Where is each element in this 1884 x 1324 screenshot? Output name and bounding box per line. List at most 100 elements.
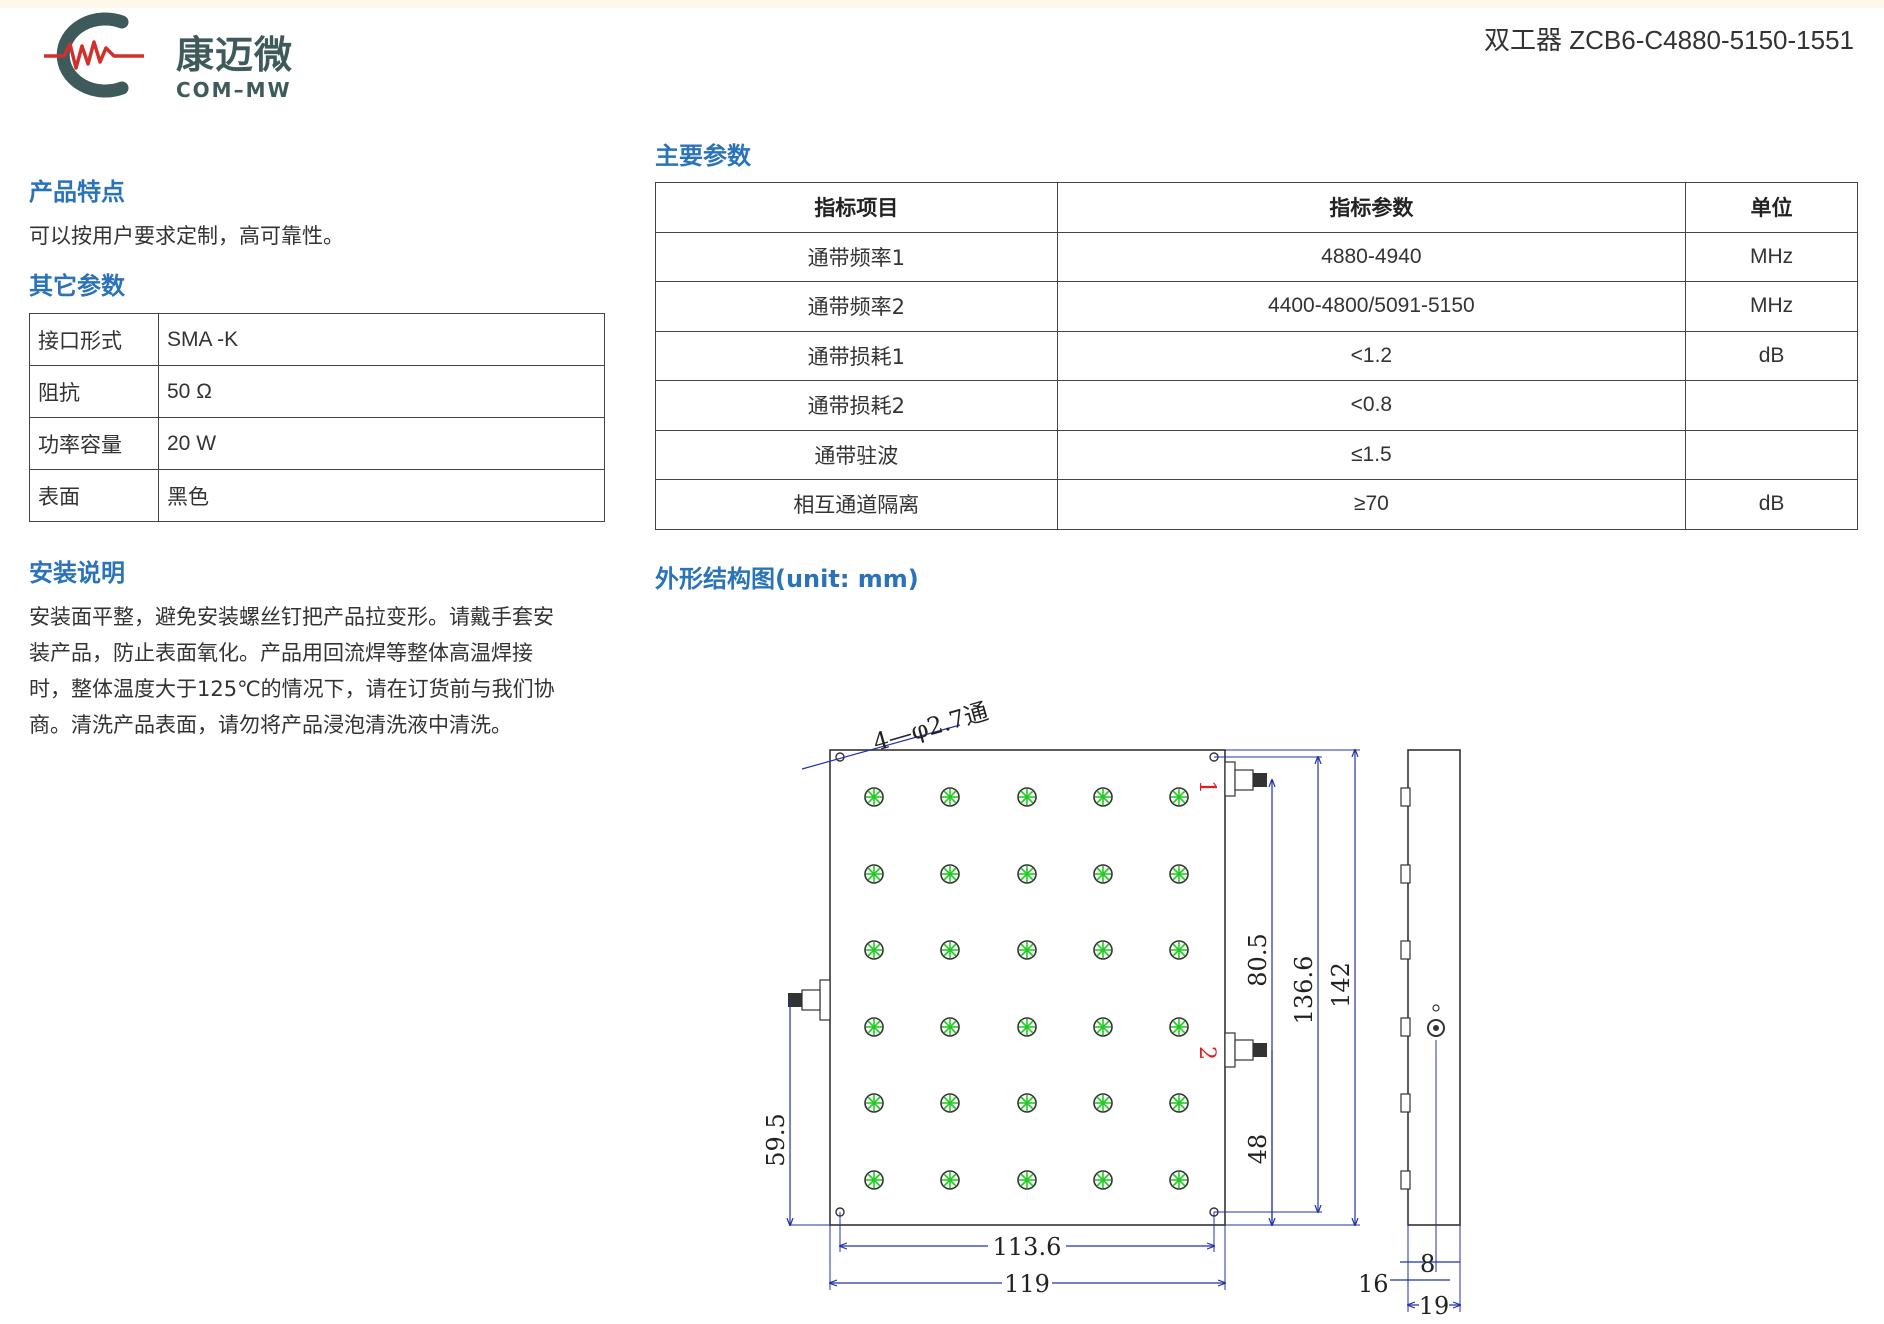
tuning-screw-icon bbox=[1017, 1017, 1037, 1037]
side-screw-head bbox=[1400, 1170, 1411, 1190]
connector-port-common bbox=[788, 979, 831, 1021]
other-params-heading: 其它参数 bbox=[29, 272, 125, 300]
features-text: 可以按用户要求定制，高可靠性。 bbox=[29, 224, 344, 248]
spec-item: 通带频率2 bbox=[655, 281, 1058, 332]
side-view-screws bbox=[1400, 787, 1411, 1190]
main-params-table: 指标项目 指标参数 单位 通带频率1 4880-4940 MHz 通带频率2 4… bbox=[655, 182, 1858, 530]
spec-unit: MHz bbox=[1685, 231, 1858, 282]
document-title: 双工器 ZCB6-C4880-5150-1551 bbox=[1484, 25, 1854, 55]
dim-80-5: 80.5 bbox=[1244, 933, 1272, 986]
tuning-screw-icon bbox=[1169, 864, 1189, 884]
spec-item: 相互通道隔离 bbox=[655, 479, 1058, 530]
dim-142: 142 bbox=[1327, 962, 1355, 1008]
tuning-screw-icon bbox=[1093, 1170, 1113, 1190]
column-header: 指标参数 bbox=[1056, 182, 1687, 233]
tuning-screw-icon bbox=[1169, 1093, 1189, 1113]
install-heading: 安装说明 bbox=[29, 559, 125, 587]
connector-port-2 bbox=[1224, 1032, 1267, 1068]
logo-english-name: COM–MW bbox=[176, 78, 292, 102]
dim-136-6: 136.6 bbox=[1290, 956, 1318, 1025]
other-params-table: 接口形式 SMA -K 阻抗 50 Ω 功率容量 20 W 表面 黑色 bbox=[29, 313, 605, 522]
table-row: 通带驻波 ≤1.5 bbox=[655, 429, 1858, 480]
dim-8: 8 bbox=[1420, 1250, 1435, 1278]
tuning-screw-icon bbox=[864, 787, 884, 807]
dim-59-5: 59.5 bbox=[762, 1113, 790, 1166]
table-row: 表面 黑色 bbox=[29, 469, 605, 522]
param-key: 接口形式 bbox=[29, 313, 159, 366]
port-1-label: 1 bbox=[1194, 780, 1219, 794]
tuning-screw-icon bbox=[1093, 940, 1113, 960]
features-heading: 产品特点 bbox=[29, 178, 125, 206]
tuning-screw-icon bbox=[1017, 1170, 1037, 1190]
spec-value: <0.8 bbox=[1056, 380, 1687, 431]
tuning-screw-icon bbox=[1169, 940, 1189, 960]
tuning-screw-icon bbox=[940, 1170, 960, 1190]
spec-value: ≥70 bbox=[1056, 479, 1687, 530]
side-screw-head bbox=[1400, 1093, 1411, 1113]
spec-value: <1.2 bbox=[1056, 330, 1687, 381]
tuning-screw-icon bbox=[1093, 864, 1113, 884]
table-row: 接口形式 SMA -K bbox=[29, 313, 605, 366]
table-row: 通带损耗2 <0.8 bbox=[655, 380, 1858, 431]
connector-port-1 bbox=[1224, 761, 1267, 797]
outline-drawing: 4—φ2.7通 1 2 80.5 48 136.6 142 59.5 113.6 bbox=[762, 697, 1480, 1320]
side-screw-head bbox=[1400, 787, 1411, 807]
spec-unit: dB bbox=[1685, 330, 1858, 381]
tuning-screw-icon bbox=[1017, 787, 1037, 807]
main-params-heading: 主要参数 bbox=[655, 142, 751, 170]
dim-16: 16 bbox=[1358, 1270, 1389, 1298]
tuning-screw-icon bbox=[1093, 1093, 1113, 1113]
param-key: 表面 bbox=[29, 469, 159, 522]
dim-48: 48 bbox=[1244, 1134, 1272, 1165]
tuning-screw-grid bbox=[864, 787, 1189, 1190]
spec-unit bbox=[1685, 429, 1858, 480]
company-logo: MW 康迈微 COM–MW bbox=[26, 12, 316, 102]
install-line: 商。清洗产品表面，请勿将产品浸泡清洗液中清洗。 bbox=[29, 713, 512, 737]
spec-unit bbox=[1685, 380, 1858, 431]
tuning-screw-icon bbox=[864, 864, 884, 884]
spec-value: 4400-4800/5091-5150 bbox=[1056, 281, 1687, 332]
table-row: 通带频率2 4400-4800/5091-5150 MHz bbox=[655, 281, 1858, 332]
column-header: 单位 bbox=[1685, 182, 1858, 233]
housing-outline bbox=[829, 749, 1226, 1226]
tuning-screw-icon bbox=[940, 940, 960, 960]
tuning-screw-icon bbox=[1169, 787, 1189, 807]
tuning-screw-icon bbox=[1169, 1017, 1189, 1037]
tuning-screw-icon bbox=[1093, 787, 1113, 807]
dim-19: 19 bbox=[1419, 1292, 1450, 1320]
side-screw-head bbox=[1400, 1017, 1411, 1037]
param-value: 黑色 bbox=[158, 469, 605, 522]
column-header: 指标项目 bbox=[655, 182, 1058, 233]
side-connector-icon bbox=[1427, 1019, 1445, 1037]
side-view-outline bbox=[1407, 749, 1461, 1226]
dim-113-6: 113.6 bbox=[993, 1233, 1062, 1261]
table-row: 通带损耗1 <1.2 dB bbox=[655, 330, 1858, 381]
table-row: 相互通道隔离 ≥70 dB bbox=[655, 479, 1858, 530]
tuning-screw-icon bbox=[864, 940, 884, 960]
top-strip bbox=[0, 0, 1884, 8]
spec-value: 4880-4940 bbox=[1056, 231, 1687, 282]
table-row: 功率容量 20 W bbox=[29, 417, 605, 470]
logo-chinese-name: 康迈微 bbox=[176, 33, 294, 77]
hole-note: 4—φ2.7通 bbox=[870, 697, 991, 757]
spec-item: 通带损耗2 bbox=[655, 380, 1058, 431]
table-header-row: 指标项目 指标参数 单位 bbox=[655, 182, 1858, 233]
tuning-screw-icon bbox=[864, 1170, 884, 1190]
tuning-screw-icon bbox=[864, 1093, 884, 1113]
tuning-screw-icon bbox=[1017, 864, 1037, 884]
spec-item: 通带驻波 bbox=[655, 429, 1058, 480]
side-screw-head bbox=[1400, 864, 1411, 884]
tuning-screw-icon bbox=[940, 1017, 960, 1037]
tuning-screw-icon bbox=[1017, 1093, 1037, 1113]
hole-leader-line bbox=[801, 724, 961, 770]
tuning-screw-icon bbox=[940, 1093, 960, 1113]
param-key: 功率容量 bbox=[29, 417, 159, 470]
spec-item: 通带频率1 bbox=[655, 231, 1058, 282]
install-text: 安装面平整，避免安装螺丝钉把产品拉变形。请戴手套安 装产品，防止表面氧化。产品用… bbox=[29, 599, 555, 743]
install-line: 装产品，防止表面氧化。产品用回流焊等整体高温焊接 bbox=[29, 641, 533, 665]
dim-119: 119 bbox=[1004, 1270, 1050, 1298]
tuning-screw-icon bbox=[1093, 1017, 1113, 1037]
tuning-screw-icon bbox=[940, 787, 960, 807]
param-value: 50 Ω bbox=[158, 365, 605, 418]
outline-heading: 外形结构图(unit: mm) bbox=[655, 565, 919, 593]
